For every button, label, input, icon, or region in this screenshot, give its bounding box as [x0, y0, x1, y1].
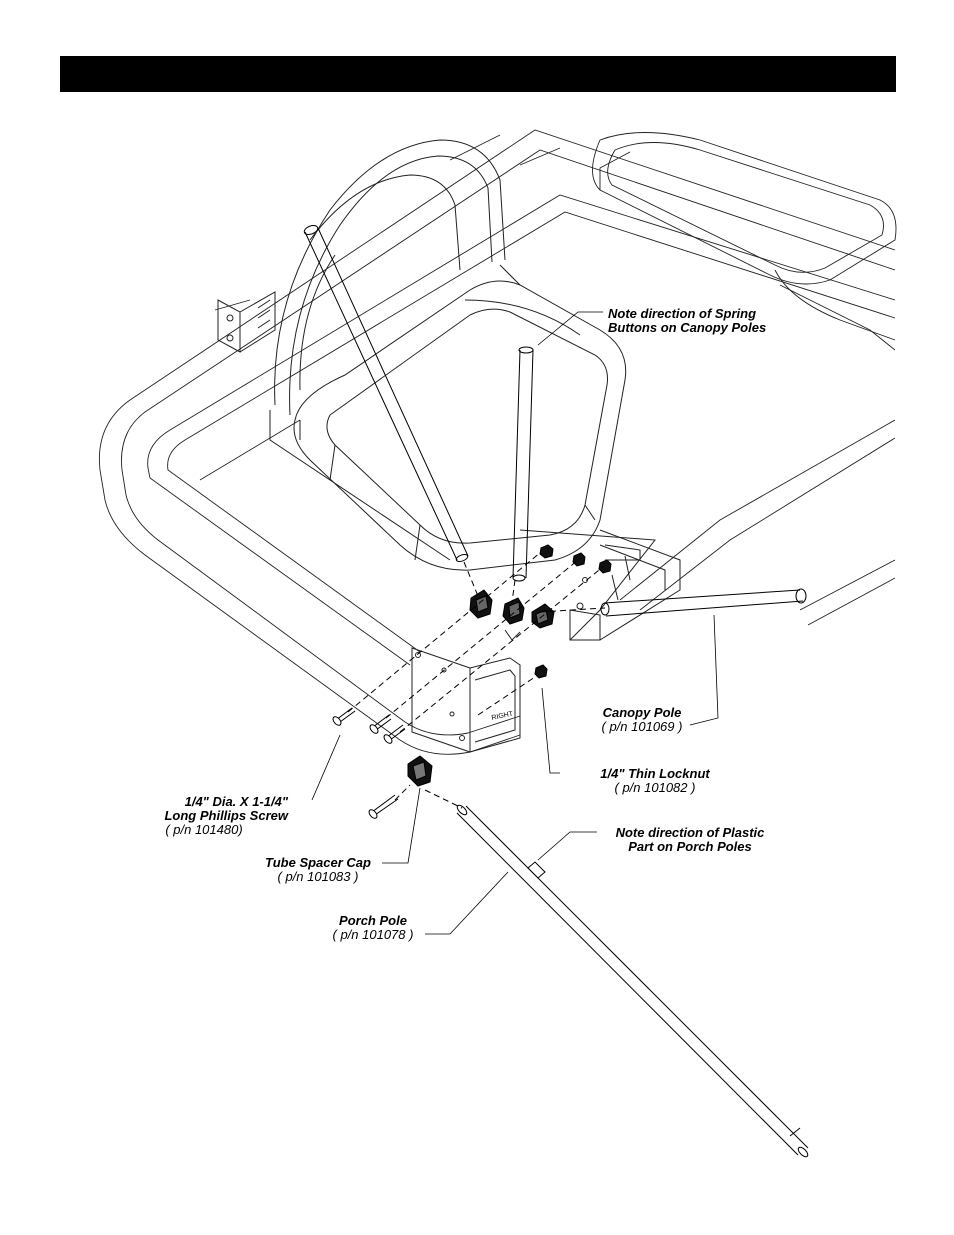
phillips-screw-part: ( p/n 101480): [165, 822, 243, 837]
screw-icon: [332, 707, 406, 819]
canopy-pole-part: ( p/n 101069 ): [601, 719, 683, 734]
pole-icon: [456, 804, 809, 1158]
canopy-pole-title: Canopy Pole: [602, 705, 682, 720]
porch-pole-title: Porch Pole: [339, 913, 407, 928]
callout-spacer-cap: Tube Spacer Cap ( p/n 101083 ): [250, 856, 386, 884]
seat-icon: [592, 132, 897, 351]
callout-phillips-screw: 1/4" Dia. X 1-1/4" Long Phillips Screw (…: [120, 795, 288, 837]
spacer-cap-part: ( p/n 101083 ): [277, 869, 359, 884]
bracket-stamp: RIGHT: [491, 710, 514, 722]
spring-note-line2: Buttons on Canopy Poles: [608, 320, 767, 335]
plastic-note-line1: Note direction of Plastic: [615, 825, 765, 840]
thin-locknut-part: ( p/n 101082 ): [614, 780, 696, 795]
frame-icon: [98, 129, 896, 755]
bracket-icon: [217, 291, 276, 353]
spacer-cap-title: Tube Spacer Cap: [265, 855, 371, 870]
pole-icon: [303, 225, 807, 617]
porch-pole-part: ( p/n 101078 ): [332, 927, 414, 942]
bracket-icon: [519, 529, 656, 641]
callout-porch-pole: Porch Pole ( p/n 101078 ): [318, 914, 428, 942]
leader-lines: [311, 311, 719, 935]
thin-locknut-title: 1/4" Thin Locknut: [600, 766, 710, 781]
bracket-icon: RIGHT: [411, 629, 521, 753]
assembly-path: [347, 551, 606, 809]
phillips-screw-line2: Long Phillips Screw: [164, 808, 288, 823]
phillips-screw-line1: 1/4" Dia. X 1-1/4": [184, 794, 288, 809]
callout-canopy-pole: Canopy Pole ( p/n 101069 ): [588, 706, 696, 734]
plastic-note-line2: Part on Porch Poles: [628, 839, 752, 854]
callout-thin-locknut: 1/4" Thin Locknut ( p/n 101082 ): [580, 767, 730, 795]
callout-plastic-part: Note direction of Plastic Part on Porch …: [592, 826, 788, 854]
callout-spring-buttons: Note direction of Spring Buttons on Cano…: [608, 307, 766, 335]
spring-note-line1: Note direction of Spring: [608, 306, 757, 321]
cap-icon: [407, 589, 555, 787]
seat-icon: [269, 139, 681, 641]
header-bar: [60, 56, 896, 92]
nut-icon: [534, 544, 612, 679]
